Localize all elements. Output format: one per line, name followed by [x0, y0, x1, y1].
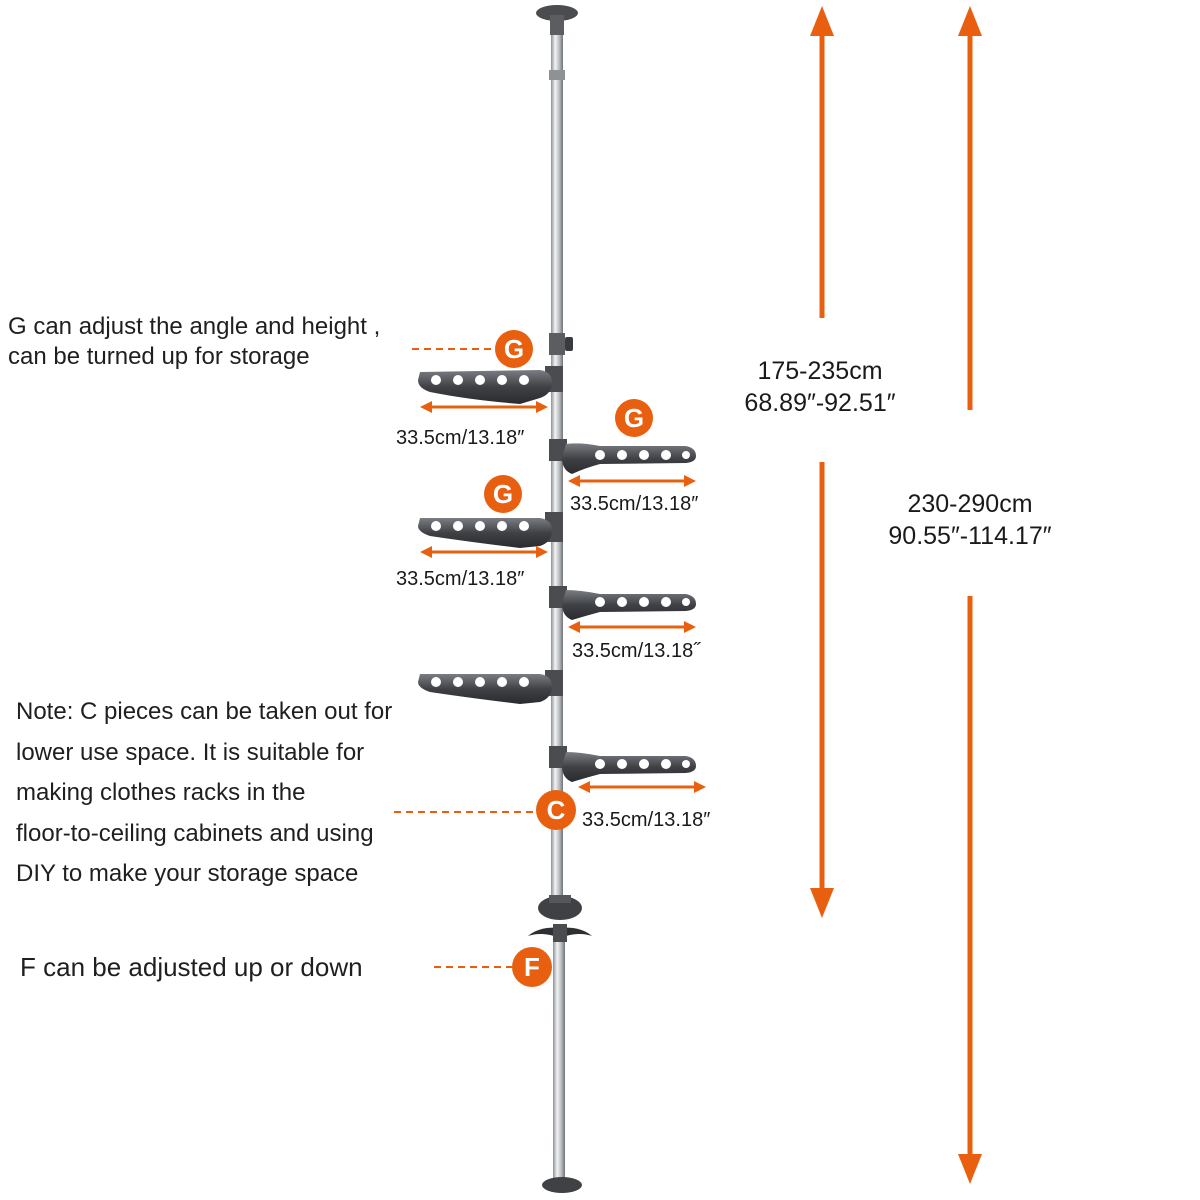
ceiling-cap [536, 5, 578, 21]
inner-dimension-label: 175-235cm 68.89″-92.51″ [700, 355, 940, 419]
outer-dimension-in: 90.55″-114.17″ [888, 522, 1052, 550]
badge-g-1: G [495, 330, 533, 368]
svg-text:F: F [524, 952, 540, 982]
arm-width-label-5: 33.5cm/13.18″ [582, 809, 710, 831]
arm-4 [549, 586, 696, 620]
c-note-line: lower use space. It is suitable for [16, 738, 365, 766]
outer-dimension-cm: 230-290cm [907, 490, 1033, 518]
arm-6 [549, 746, 696, 782]
badge-g-3: G [484, 475, 522, 513]
pole-lower [553, 930, 565, 1185]
arm-3 [418, 512, 563, 548]
g-note-line2: can be turned up for storage [8, 343, 310, 370]
arm-1 [418, 366, 563, 404]
g-note: G can adjust the angle and height , can … [8, 312, 380, 372]
leader-lines [394, 348, 538, 968]
inner-arrowhead-bottom [810, 888, 834, 918]
badge-c: C [536, 790, 576, 830]
c-note-line: Note: C pieces can be taken out for [16, 698, 393, 725]
outer-arrowhead-top [958, 6, 982, 36]
svg-text:C: C [547, 795, 566, 825]
outer-arrowhead-bottom [958, 1154, 982, 1184]
arm-width-label-3: 33.5cm/13.18″ [396, 568, 524, 590]
inner-dimension-cm: 175-235cm [757, 357, 883, 385]
c-note-line: floor-to-ceiling cabinets and using [16, 819, 374, 847]
lock-knob [565, 337, 573, 351]
svg-text:G: G [493, 479, 513, 509]
tension-collar [549, 895, 571, 903]
c-note: Note: C pieces can be taken out for lowe… [16, 692, 392, 895]
arm-width-label-2: 33.5cm/13.18″ [570, 493, 698, 515]
pole-joint [549, 70, 565, 80]
svg-text:G: G [624, 403, 644, 433]
floor-cap [542, 1177, 582, 1193]
svg-text:G: G [504, 334, 524, 364]
c-note-line: DIY to make your storage space [16, 860, 359, 887]
inner-arrowhead-top [810, 6, 834, 36]
arm-width-arrows [420, 401, 706, 793]
c-note-line: making clothes racks in the [16, 779, 306, 806]
f-note: F can be adjusted up or down [20, 952, 363, 982]
lock-collar [549, 333, 565, 355]
arm-2 [549, 439, 696, 474]
badge-g-2: G [615, 399, 653, 437]
g-note-line1: G can adjust the angle and height , [8, 313, 381, 340]
ceiling-cap-neck [550, 15, 564, 35]
arm-width-label-1: 33.5cm/13.18″ [396, 427, 524, 449]
inner-dimension-in: 68.89″-92.51″ [744, 389, 896, 417]
dimension-arrows [810, 6, 982, 1184]
arm-width-label-4: 33.5cm/13.18˝ [572, 640, 701, 662]
badge-f: F [512, 947, 552, 987]
outer-dimension-label: 230-290cm 90.55″-114.17″ [850, 488, 1090, 552]
arm-5 [418, 670, 563, 704]
hook-collar [553, 924, 567, 942]
